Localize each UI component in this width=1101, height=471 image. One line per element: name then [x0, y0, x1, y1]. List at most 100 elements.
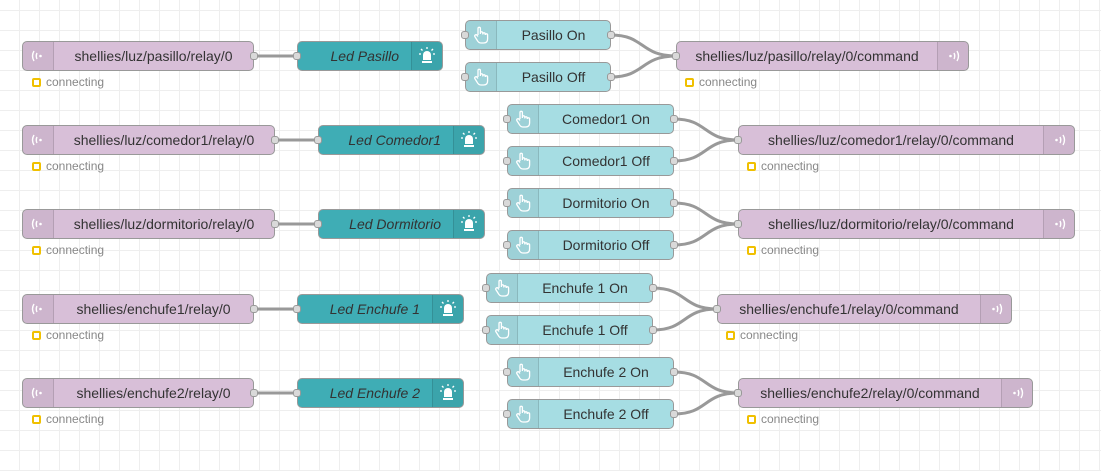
- input-port[interactable]: [293, 389, 301, 397]
- mqtt-out-node[interactable]: shellies/enchufe2/relay/0/command: [734, 378, 1033, 408]
- output-port[interactable]: [670, 199, 678, 207]
- node-status: connecting: [32, 412, 104, 426]
- hand-pointer-icon: [466, 63, 497, 91]
- mqtt-in-node[interactable]: shellies/luz/pasillo/relay/0: [22, 41, 258, 71]
- node-status: connecting: [747, 159, 819, 173]
- status-text: connecting: [46, 328, 105, 342]
- output-port[interactable]: [271, 220, 279, 228]
- inject-off-node[interactable]: Pasillo Off: [461, 62, 615, 92]
- mqtt-in-node[interactable]: shellies/luz/dormitorio/relay/0: [22, 209, 279, 239]
- node-status: connecting: [32, 159, 104, 173]
- inject-on-node[interactable]: Comedor1 On: [503, 104, 678, 134]
- status-text: connecting: [761, 243, 820, 257]
- mqtt-in-node[interactable]: shellies/luz/comedor1/relay/0: [22, 125, 279, 155]
- input-port[interactable]: [503, 115, 511, 123]
- output-port[interactable]: [670, 241, 678, 249]
- inject-on-label: Dormitorio On: [562, 195, 650, 211]
- output-port[interactable]: [607, 31, 615, 39]
- mqtt-out-node[interactable]: shellies/luz/dormitorio/relay/0/command: [734, 209, 1075, 239]
- input-port[interactable]: [461, 73, 469, 81]
- mqtt-out-topic: shellies/luz/pasillo/relay/0/command: [695, 48, 919, 64]
- inject-on-label: Enchufe 2 On: [563, 364, 649, 380]
- node-status: connecting: [685, 75, 757, 89]
- mqtt-in-topic: shellies/luz/comedor1/relay/0: [73, 132, 255, 148]
- wire: [610, 54, 677, 79]
- hand-pointer-icon: [508, 358, 539, 386]
- mqtt-wave-icon: [1043, 210, 1074, 238]
- inject-off-label: Pasillo Off: [521, 69, 586, 85]
- input-port[interactable]: [734, 220, 742, 228]
- output-port[interactable]: [649, 284, 657, 292]
- input-port[interactable]: [734, 136, 742, 144]
- input-port[interactable]: [503, 157, 511, 165]
- mqtt-out-node[interactable]: shellies/enchufe1/relay/0/command: [713, 294, 1012, 324]
- mqtt-wave-icon: [23, 42, 54, 70]
- inject-off-node[interactable]: Dormitorio Off: [503, 230, 678, 260]
- output-port[interactable]: [250, 305, 258, 313]
- input-port[interactable]: [503, 241, 511, 249]
- output-port[interactable]: [250, 52, 258, 60]
- mqtt-in-topic: shellies/luz/pasillo/relay/0: [74, 48, 233, 64]
- debug-led-node[interactable]: Led Enchufe 1: [293, 294, 464, 324]
- status-ring-icon: [747, 161, 756, 171]
- output-port[interactable]: [670, 115, 678, 123]
- output-port[interactable]: [670, 157, 678, 165]
- status-text: connecting: [761, 159, 820, 173]
- inject-off-label: Enchufe 2 Off: [563, 406, 649, 422]
- output-port[interactable]: [271, 136, 279, 144]
- output-port[interactable]: [670, 410, 678, 418]
- node-status: connecting: [32, 75, 104, 89]
- input-port[interactable]: [314, 220, 322, 228]
- inject-on-node[interactable]: Dormitorio On: [503, 188, 678, 218]
- led-bulb-icon: [411, 42, 442, 70]
- output-port[interactable]: [607, 73, 615, 81]
- input-port[interactable]: [503, 368, 511, 376]
- output-port[interactable]: [250, 389, 258, 397]
- input-port[interactable]: [461, 31, 469, 39]
- mqtt-wave-icon: [23, 210, 54, 238]
- input-port[interactable]: [314, 136, 322, 144]
- debug-led-node[interactable]: Led Comedor1: [314, 125, 485, 155]
- inject-off-node[interactable]: Enchufe 1 Off: [482, 315, 657, 345]
- inject-off-node[interactable]: Comedor1 Off: [503, 146, 678, 176]
- input-port[interactable]: [293, 305, 301, 313]
- output-port[interactable]: [670, 368, 678, 376]
- inject-off-node[interactable]: Enchufe 2 Off: [503, 399, 678, 429]
- mqtt-out-node[interactable]: shellies/luz/comedor1/relay/0/command: [734, 125, 1075, 155]
- mqtt-in-node[interactable]: shellies/enchufe1/relay/0: [22, 294, 258, 324]
- debug-node-label: Led Comedor1: [348, 132, 441, 148]
- mqtt-out-node[interactable]: shellies/luz/pasillo/relay/0/command: [672, 41, 969, 71]
- input-port[interactable]: [482, 326, 490, 334]
- input-port[interactable]: [713, 305, 721, 313]
- input-port[interactable]: [503, 199, 511, 207]
- inject-on-node[interactable]: Enchufe 2 On: [503, 357, 678, 387]
- status-ring-icon: [747, 245, 756, 255]
- wire: [673, 117, 739, 142]
- mqtt-out-topic: shellies/enchufe1/relay/0/command: [739, 301, 959, 317]
- wire: [673, 391, 739, 416]
- debug-led-node[interactable]: Led Dormitorio: [314, 209, 485, 239]
- output-port[interactable]: [649, 326, 657, 334]
- input-port[interactable]: [734, 389, 742, 397]
- led-bulb-icon: [432, 295, 463, 323]
- inject-on-node[interactable]: Enchufe 1 On: [482, 273, 657, 303]
- node-status: connecting: [747, 412, 819, 426]
- debug-led-node[interactable]: Led Enchufe 2: [293, 378, 464, 408]
- node-status: connecting: [32, 243, 104, 257]
- mqtt-wave-icon: [23, 295, 54, 323]
- status-text: connecting: [699, 75, 758, 89]
- status-ring-icon: [32, 77, 41, 87]
- input-port[interactable]: [672, 52, 680, 60]
- input-port[interactable]: [482, 284, 490, 292]
- hand-pointer-icon: [466, 21, 497, 49]
- debug-led-node[interactable]: Led Pasillo: [293, 41, 443, 71]
- mqtt-out-topic: shellies/luz/dormitorio/relay/0/command: [768, 216, 1014, 232]
- mqtt-in-node[interactable]: shellies/enchufe2/relay/0: [22, 378, 258, 408]
- input-port[interactable]: [503, 410, 511, 418]
- status-ring-icon: [726, 330, 735, 340]
- inject-on-node[interactable]: Pasillo On: [461, 20, 615, 50]
- input-port[interactable]: [293, 52, 301, 60]
- led-bulb-icon: [432, 379, 463, 407]
- debug-node-label: Led Pasillo: [330, 48, 400, 64]
- mqtt-in-topic: shellies/enchufe1/relay/0: [76, 301, 231, 317]
